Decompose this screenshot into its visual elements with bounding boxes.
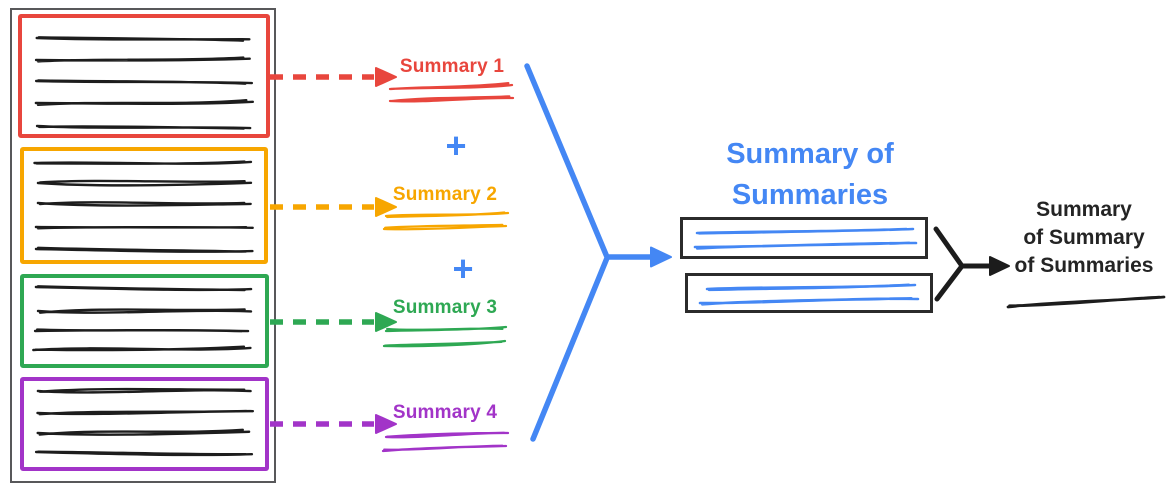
document-section-orange [20,147,268,264]
summary-4-label: Summary 4 [392,402,498,423]
dashed-arrow-orange [270,197,397,217]
dashed-arrow-green [270,312,397,332]
dashed-arrow-red [270,67,397,87]
sos-title-line-1: Summary of [726,138,894,170]
summary-of-summaries-title: Summary of Summaries [690,134,930,216]
final-summary-line-1: Summary [1036,198,1132,221]
final-summary-scribble [1006,295,1166,309]
plus-operator-1: + [445,125,467,166]
document-section-red [18,14,270,138]
summary-1-scribble [388,82,515,103]
dashed-arrow-purple [270,414,397,434]
summary-1-label: Summary 1 [399,56,505,77]
final-summary-line-3: of Summaries [1014,254,1154,277]
summary-3-scribble [382,325,508,348]
source-document-frame [10,8,276,483]
plus-operator-2: + [452,248,474,289]
summary-2-label: Summary 2 [392,184,498,205]
summary-3-label: Summary 3 [392,297,498,318]
document-section-green [20,274,269,368]
merge-arrow-icon [524,63,672,442]
summary-of-summaries-box-2 [685,273,933,313]
sos-title-line-2: Summaries [731,179,889,211]
summary-of-summaries-box-1 [680,217,928,259]
final-summary-line-2: of Summary [1023,226,1145,249]
summary-2-scribble [382,211,510,231]
final-summary-label: Summary of Summary of Summaries [998,196,1170,280]
summary-4-scribble [381,431,510,453]
document-section-purple [20,377,269,471]
